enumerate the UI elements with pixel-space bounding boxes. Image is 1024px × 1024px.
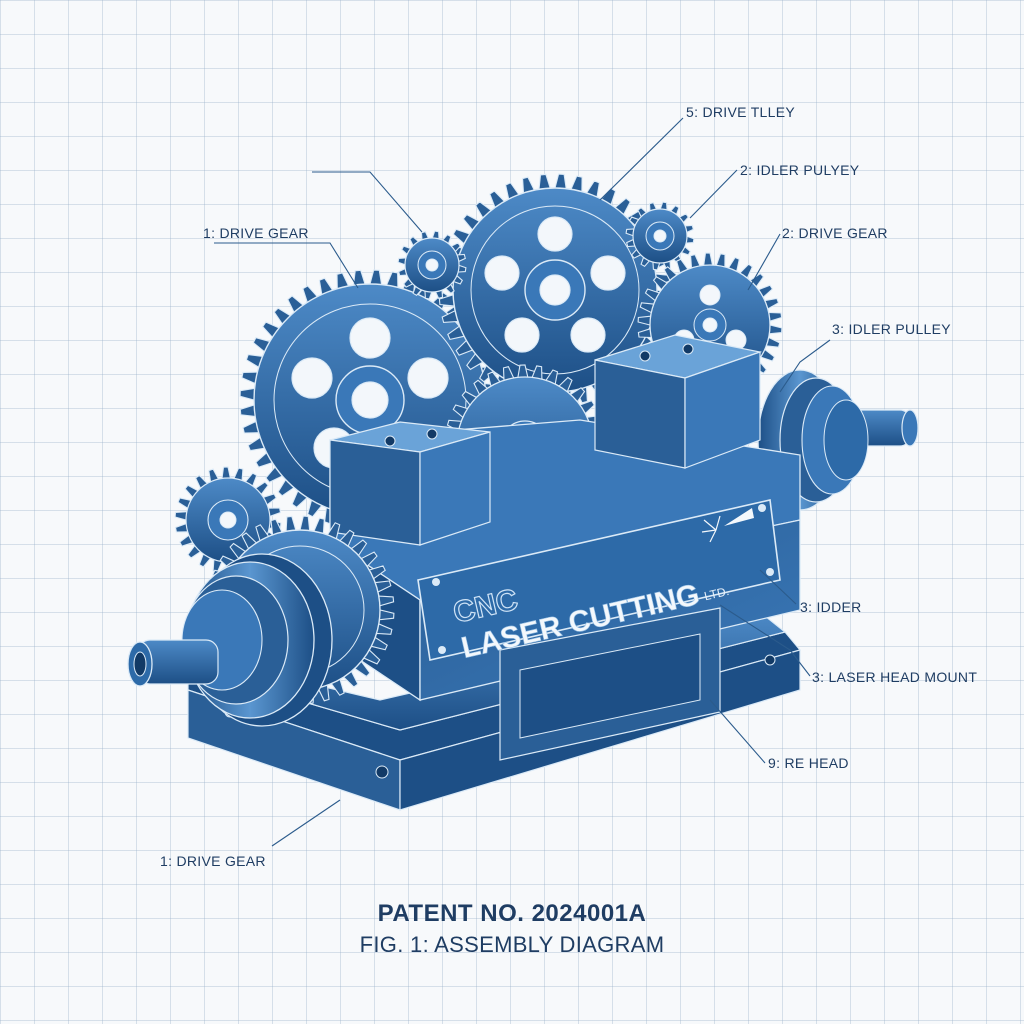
left-mount-block: [329, 421, 491, 546]
callout-idder: 3: IDDER: [800, 599, 862, 615]
callout-labels: 5: DRIVE TLLEY 2: IDLER PULYEY 1: DRIVE …: [160, 104, 977, 869]
callout-laser-head-mount: 3: LASER HEAD MOUNT: [812, 669, 977, 685]
callout-drive-tlley: 5: DRIVE TLLEY: [686, 104, 795, 120]
figure-caption: FIG. 1: ASSEMBLY DIAGRAM: [359, 932, 665, 957]
small-idler-pulley-left: [397, 230, 467, 300]
callout-re-head: 9: RE HEAD: [768, 755, 849, 771]
laser-spark-icon: [701, 508, 754, 543]
small-idler-pulley-top: [625, 201, 695, 271]
callout-idler-pulley: 3: IDLER PULLEY: [832, 321, 951, 337]
right-mount-block: [594, 334, 763, 469]
callout-drive-gear-right: 2: DRIVE GEAR: [782, 225, 888, 241]
top-drive-pulley-gear: [438, 173, 672, 407]
callout-idler-pulyey: 2: IDLER PULYEY: [740, 162, 860, 178]
leader-lines: [214, 117, 831, 847]
callout-drive-gear-left: 1: DRIVE GEAR: [203, 225, 309, 241]
left-shaft-pulley: [127, 553, 333, 727]
callout-drive-gear-bottom: 1: DRIVE GEAR: [160, 853, 266, 869]
brand-suffix: LTD.: [703, 584, 731, 603]
patent-number: PATENT NO. 2024001A: [377, 900, 647, 927]
